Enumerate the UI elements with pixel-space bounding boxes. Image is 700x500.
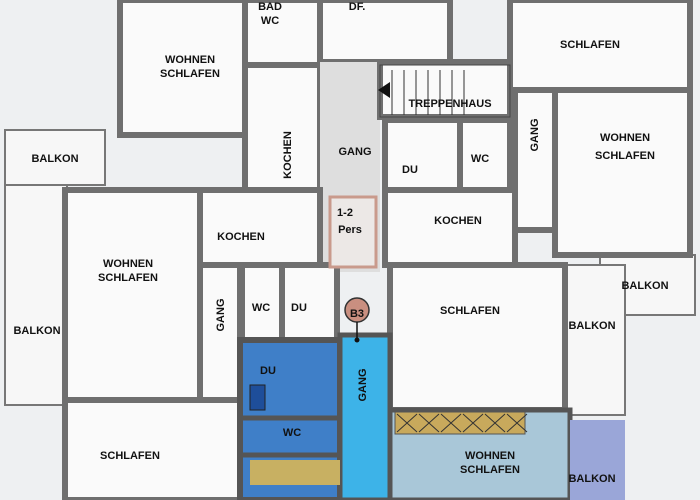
- label-kochen: KOCHEN: [282, 131, 294, 179]
- label-bad-wc: WC: [261, 15, 279, 27]
- label-balkon: BALKON: [13, 325, 60, 337]
- rooms: [62, 0, 693, 500]
- unit-marker-b3: B3: [350, 308, 364, 320]
- label-df: DF.: [349, 1, 366, 13]
- label-balkon: BALKON: [31, 153, 78, 165]
- label-pers-count: 1-2: [337, 207, 353, 219]
- label-schlafen: SCHLAFEN: [98, 272, 158, 284]
- label-wohnen: WOHNEN: [600, 132, 650, 144]
- label-wc: WC: [283, 427, 301, 439]
- storage-cross: [506, 413, 528, 433]
- label-balkon: BALKON: [568, 473, 615, 485]
- label-gang: GANG: [529, 119, 541, 152]
- label-kochen: KOCHEN: [434, 215, 482, 227]
- storage-cross: [396, 413, 418, 433]
- label-wc: WC: [471, 153, 489, 165]
- storage-cross: [440, 413, 462, 433]
- storage-cross: [484, 413, 506, 433]
- label-schlafen: SCHLAFEN: [160, 68, 220, 80]
- label-treppenhaus: TREPPENHAUS: [408, 98, 491, 110]
- label-balkon: BALKON: [621, 280, 668, 292]
- label-bad: BAD: [258, 1, 282, 13]
- label-kochen: KOCHEN: [217, 231, 265, 243]
- label-schlafen: SCHLAFEN: [100, 450, 160, 462]
- label-wohnen: WOHNEN: [103, 258, 153, 270]
- label-du: DU: [402, 164, 418, 176]
- label-gang: GANG: [339, 146, 372, 158]
- highlighted-apartment: [237, 297, 625, 500]
- storage-cross: [418, 413, 440, 433]
- label-wohnen: WOHNEN: [165, 54, 215, 66]
- label-schlafen: SCHLAFEN: [560, 39, 620, 51]
- label-schlafen: SCHLAFEN: [460, 464, 520, 476]
- label-gang: GANG: [357, 369, 369, 402]
- label-du: DU: [291, 302, 307, 314]
- label-schlafen: SCHLAFEN: [440, 305, 500, 317]
- label-wc: WC: [252, 302, 270, 314]
- room-labels: BAD WC DF. WOHNEN SCHLAFEN SCHLAFEN TREP…: [13, 1, 668, 485]
- label-du: DU: [260, 365, 276, 377]
- label-balkon: BALKON: [568, 320, 615, 332]
- label-schlafen: SCHLAFEN: [595, 150, 655, 162]
- label-gang: GANG: [215, 299, 227, 332]
- stairs: [378, 64, 511, 118]
- label-pers: Pers: [338, 224, 362, 236]
- storage-cross: [462, 413, 484, 433]
- label-wohnen: WOHNEN: [465, 450, 515, 462]
